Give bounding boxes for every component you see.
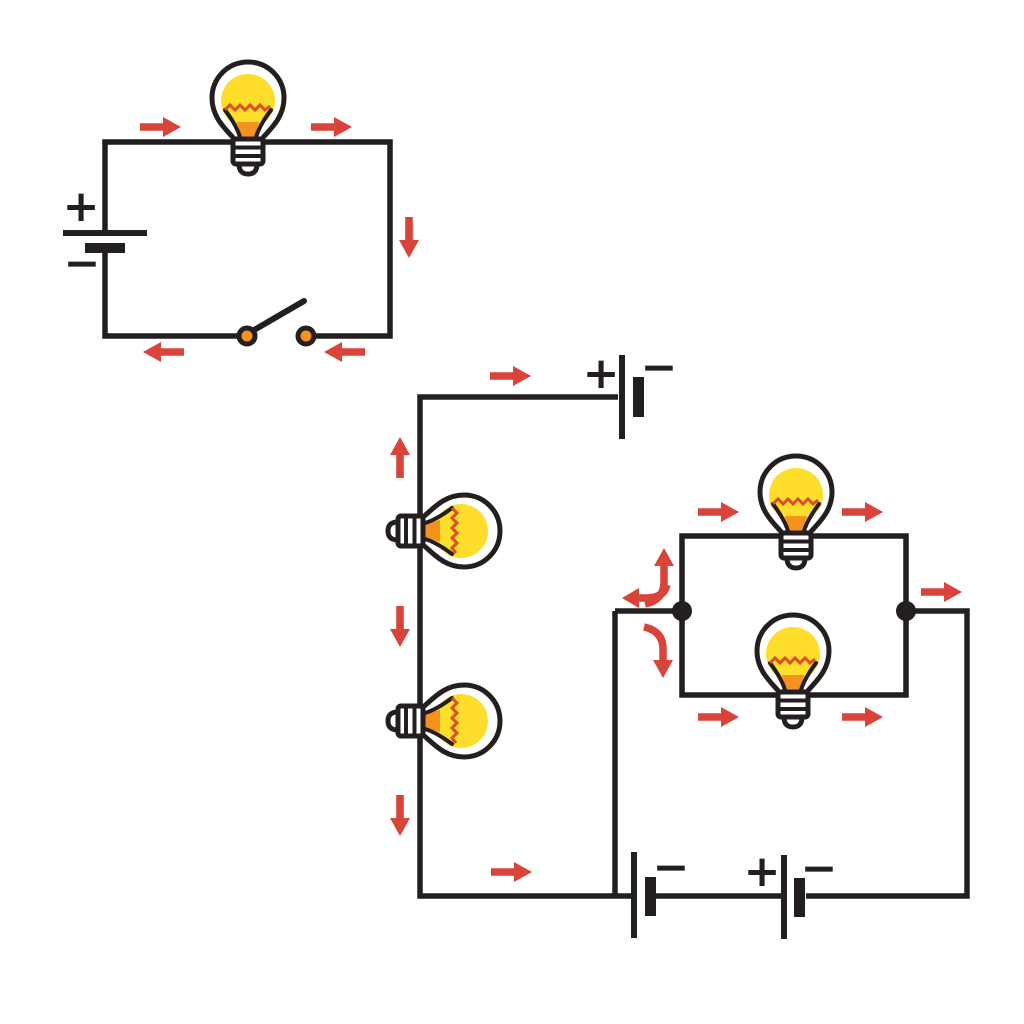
battery-plus-label: + <box>63 181 100 232</box>
switch-terminal <box>295 325 317 347</box>
switch-lever <box>246 298 307 336</box>
battery-negative-terminal <box>633 377 644 417</box>
battery-plus-label: + <box>583 348 620 399</box>
junction-node <box>896 601 916 621</box>
switch-terminal <box>236 325 258 347</box>
light-bulb-icon <box>760 456 832 568</box>
circuit-parallel-two-bulbs: − + − <box>612 456 970 939</box>
circuit-series-with-switch: + − <box>63 62 419 362</box>
current-arrow-icon <box>842 502 883 522</box>
wire <box>679 533 909 698</box>
current-arrow-icon <box>491 862 532 882</box>
current-arrow-icon <box>698 707 739 727</box>
light-bulb-icon <box>757 615 829 727</box>
wire <box>102 251 247 339</box>
battery-minus-label: − <box>641 342 678 393</box>
current-arrow-icon <box>698 502 739 522</box>
battery-negative-terminal <box>85 243 125 253</box>
battery-icon: + − <box>744 843 838 939</box>
battery-plus-label: + <box>744 846 781 897</box>
current-arrow-icon <box>311 117 352 137</box>
junction-node <box>672 601 692 621</box>
current-arrow-icon <box>143 342 184 362</box>
open-switch-icon <box>236 298 317 347</box>
current-arrow-icon <box>390 437 410 478</box>
wire <box>806 608 970 899</box>
light-bulb-icon <box>212 62 284 174</box>
current-split-down-arrow-icon <box>643 623 673 678</box>
current-arrow-icon <box>140 117 181 137</box>
light-bulb-icon <box>388 495 500 567</box>
battery-negative-terminal <box>645 877 656 916</box>
current-arrow-icon <box>390 606 410 647</box>
battery-minus-label: − <box>653 842 690 893</box>
battery-negative-terminal <box>794 878 805 917</box>
battery-icon: + − <box>63 181 147 289</box>
wire <box>417 394 631 899</box>
wire <box>102 139 393 339</box>
circuit-series-two-bulbs: + − <box>388 342 678 899</box>
battery-icon: + − <box>583 342 678 439</box>
current-arrow-icon <box>399 217 419 258</box>
current-arrow-icon <box>842 707 883 727</box>
light-bulb-icon <box>388 685 500 757</box>
current-arrow-icon <box>324 342 365 362</box>
current-arrow-icon <box>390 795 410 836</box>
battery-minus-label: − <box>801 843 838 894</box>
battery-minus-label: − <box>64 238 101 289</box>
current-split-left-arrow-icon <box>622 583 671 608</box>
current-arrow-icon <box>490 366 531 386</box>
battery-icon: − <box>631 842 690 938</box>
current-arrow-icon <box>921 582 962 602</box>
